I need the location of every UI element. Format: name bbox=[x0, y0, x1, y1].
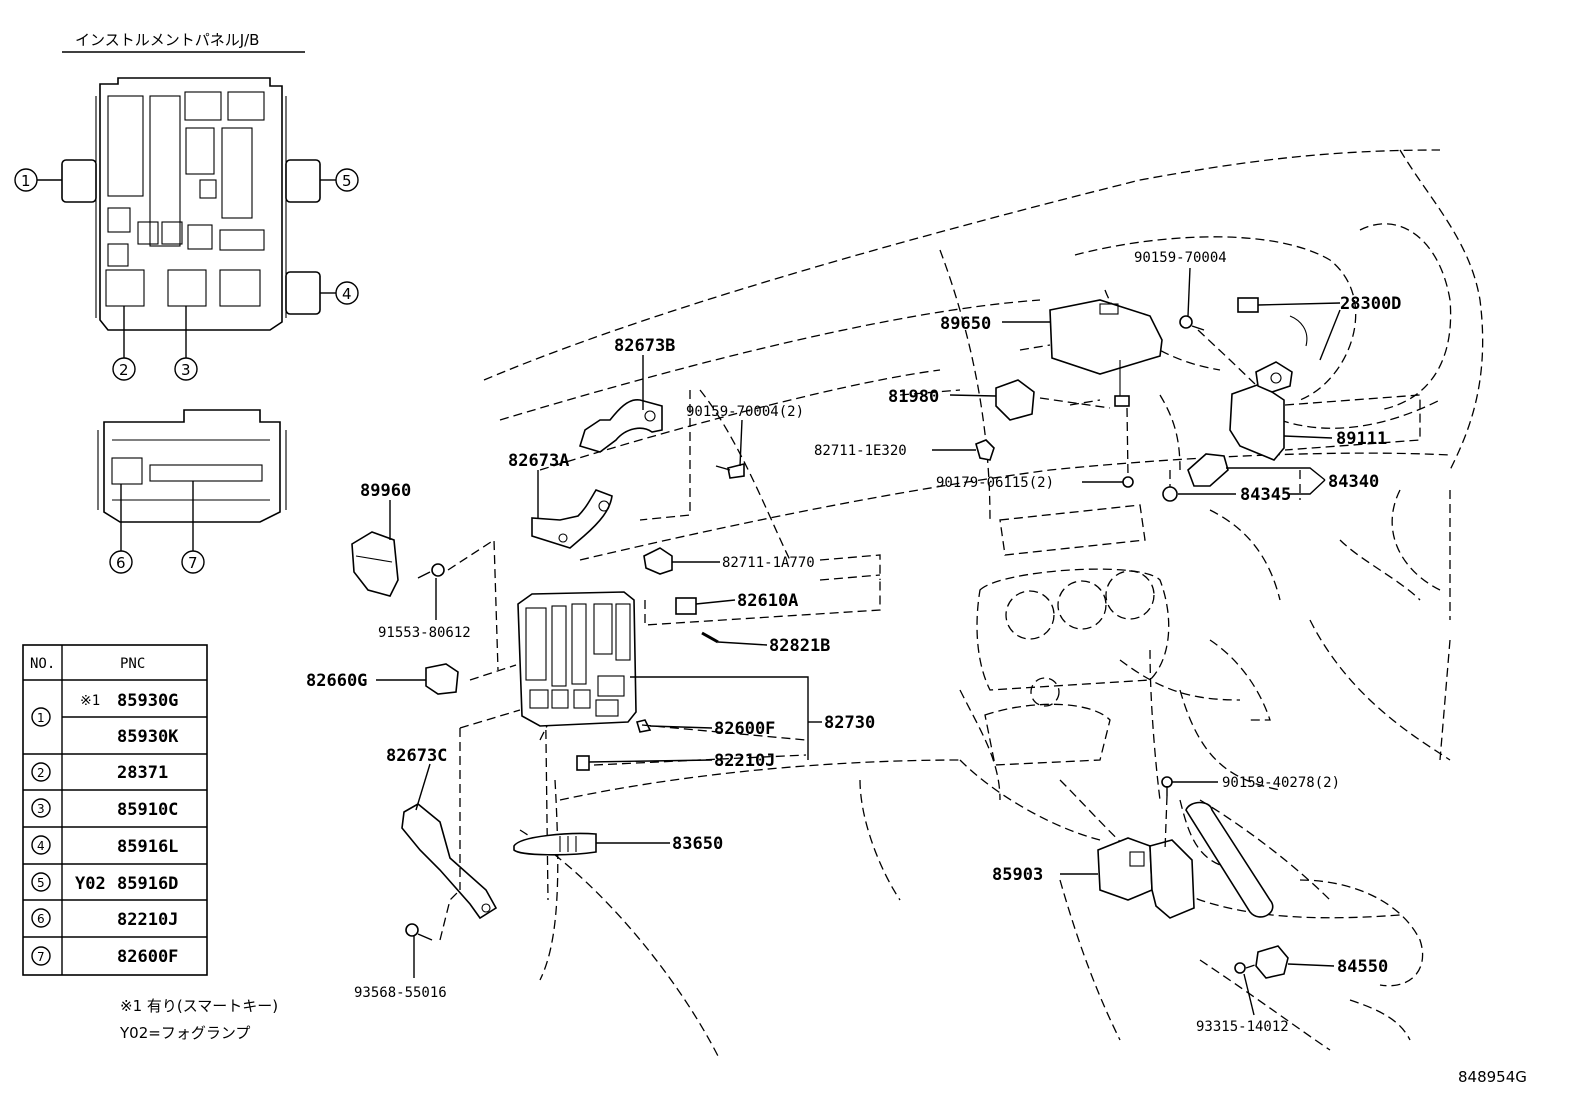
part-label-82821b: 82821B bbox=[769, 636, 830, 656]
part-label-91553-80612: 91553-80612 bbox=[378, 625, 471, 641]
screw-90159-70004-single-drawing bbox=[1179, 315, 1205, 331]
callout-2: 2 bbox=[112, 306, 136, 381]
junction-block-main-drawing bbox=[517, 591, 637, 727]
sensor-81980-drawing bbox=[995, 379, 1035, 421]
pin-82821b-drawing bbox=[701, 631, 719, 644]
svg-text:2: 2 bbox=[119, 361, 129, 379]
ecu-89650-drawing bbox=[1049, 299, 1163, 407]
module-89960-drawing bbox=[351, 531, 399, 597]
part-label-89111: 89111 bbox=[1336, 429, 1387, 449]
part-label-82711-1e320: 82711-1E320 bbox=[814, 443, 907, 459]
note-smart-key: ※1 有り(スマートキー) bbox=[120, 997, 278, 1015]
svg-text:6: 6 bbox=[116, 554, 126, 572]
screw-90159-70004-drawing bbox=[715, 462, 745, 479]
table-row-no: 5 bbox=[37, 876, 45, 890]
pnc-table: NO. PNC 1 ※1 85930G 85930K 2 28371 3 859… bbox=[22, 644, 208, 976]
screw-93315-drawing bbox=[1234, 962, 1246, 974]
part-label-89960: 89960 bbox=[360, 481, 411, 501]
relay-82660g-drawing bbox=[425, 663, 459, 695]
part-label-82711-1a770: 82711-1A770 bbox=[722, 555, 815, 571]
table-row-no: 1 bbox=[37, 711, 45, 725]
table-row-note: ※1 bbox=[80, 693, 100, 709]
table-row-pnc: 85910C bbox=[117, 800, 178, 820]
table-row-pnc: 82600F bbox=[117, 947, 178, 967]
bracket-82673a-drawing bbox=[531, 489, 613, 549]
clip-82711-1a770-drawing bbox=[643, 547, 673, 575]
part-label-90179-06115-2: 90179-06115(2) bbox=[936, 475, 1054, 491]
table-row-pnc: 82210J bbox=[117, 910, 178, 930]
callout-1: 1 bbox=[14, 168, 62, 192]
table-row-pnc: 28371 bbox=[117, 763, 168, 783]
table-row-no: 6 bbox=[37, 912, 45, 926]
table-row-pnc: 85916L bbox=[117, 837, 178, 857]
bracket-82673c-drawing bbox=[401, 803, 498, 920]
part-label-82600f: 82600F bbox=[714, 719, 775, 739]
svg-text:3: 3 bbox=[181, 361, 191, 379]
part-label-84550: 84550 bbox=[1337, 957, 1388, 977]
nut-84345-drawing bbox=[1162, 486, 1178, 502]
junction-block-top-drawing bbox=[61, 77, 321, 331]
table-row-pnc: 85930G bbox=[117, 691, 178, 711]
bolt-91553-drawing bbox=[417, 563, 445, 579]
section-title: インストルメントパネルJ/B bbox=[75, 31, 259, 49]
bracket-82673b-drawing bbox=[578, 399, 663, 453]
part-label-82730: 82730 bbox=[824, 713, 875, 733]
part-label-90159-40278-2: 90159-40278(2) bbox=[1222, 775, 1340, 791]
table-row-note: Y02 bbox=[75, 874, 106, 894]
fuse-82210j-drawing bbox=[576, 755, 590, 771]
part-label-82673a: 82673A bbox=[508, 451, 569, 471]
screw-93568-drawing bbox=[405, 923, 433, 941]
clip-82711-1e320-drawing bbox=[975, 439, 995, 461]
svg-text:4: 4 bbox=[342, 285, 352, 303]
part-label-82673c: 82673C bbox=[386, 746, 447, 766]
leader-lines bbox=[376, 267, 1341, 1016]
part-label-82673b: 82673B bbox=[614, 336, 675, 356]
svg-text:1: 1 bbox=[21, 172, 31, 190]
table-row-pnc: 85930K bbox=[117, 727, 179, 747]
receiver-89111-drawing bbox=[1229, 361, 1293, 461]
fuse-82600f-drawing bbox=[635, 719, 652, 733]
switch-84340-drawing bbox=[1187, 453, 1229, 487]
table-row-no: 2 bbox=[37, 766, 45, 780]
part-label-90159-70004-2: 90159-70004(2) bbox=[686, 404, 804, 420]
table-header-no: NO. bbox=[30, 656, 55, 672]
table-header-pnc: PNC bbox=[120, 656, 145, 672]
part-label-90159-70004: 90159-70004 bbox=[1134, 250, 1227, 266]
nut-90179-drawing bbox=[1122, 476, 1134, 488]
callout-3: 3 bbox=[174, 306, 198, 381]
junction-block-bottom-drawing bbox=[97, 409, 287, 523]
table-row-pnc: 85916D bbox=[117, 874, 178, 894]
part-label-83650: 83650 bbox=[672, 834, 723, 854]
table-row-no: 3 bbox=[37, 802, 45, 816]
part-label-85903: 85903 bbox=[992, 865, 1043, 885]
switch-84550-drawing bbox=[1255, 945, 1289, 979]
part-label-84345: 84345 bbox=[1240, 485, 1291, 505]
part-label-82660g: 82660G bbox=[306, 671, 367, 691]
callout-4: 4 bbox=[320, 281, 359, 305]
callout-6: 6 bbox=[109, 484, 133, 574]
module-85903-drawing bbox=[1097, 837, 1195, 919]
callout-5: 5 bbox=[320, 168, 359, 192]
part-label-82610a: 82610A bbox=[737, 591, 798, 611]
table-row-no: 4 bbox=[37, 839, 45, 853]
part-label-89650: 89650 bbox=[940, 314, 991, 334]
diagram-code: 848954G bbox=[1458, 1068, 1527, 1086]
note-fog-lamp: Y02=フォグランプ bbox=[119, 1024, 250, 1042]
part-label-82210j: 82210J bbox=[714, 751, 775, 771]
part-label-93568-55016: 93568-55016 bbox=[354, 985, 447, 1001]
callout-7: 7 bbox=[181, 481, 205, 574]
part-label-93315-14012: 93315-14012 bbox=[1196, 1019, 1289, 1035]
part-label-28300d: 28300D bbox=[1340, 294, 1401, 314]
shift-lever-drawing bbox=[1185, 801, 1274, 918]
cable-83650-drawing bbox=[513, 832, 597, 856]
part-label-84340: 84340 bbox=[1328, 472, 1379, 492]
svg-text:5: 5 bbox=[342, 172, 352, 190]
dashboard-outline bbox=[483, 149, 1484, 1061]
svg-text:7: 7 bbox=[188, 554, 198, 572]
screw-90159-40278-drawing bbox=[1161, 776, 1173, 796]
table-row-no: 7 bbox=[37, 950, 45, 964]
part-label-81980: 81980 bbox=[888, 387, 939, 407]
holder-82610a-drawing bbox=[675, 597, 697, 615]
